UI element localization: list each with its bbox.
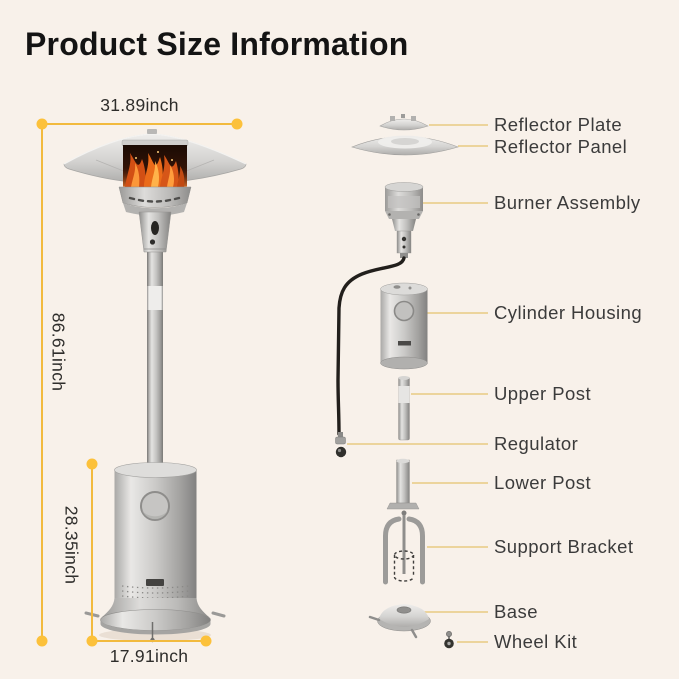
gas-hose [336,256,406,436]
heater-flame-screen [121,139,189,190]
heater-illustration [63,129,247,643]
lower-post-drawing [386,458,420,510]
regulator-drawing [335,432,347,458]
part-label-burner-assembly: Burner Assembly [494,192,641,213]
heater-control-neck [138,211,172,253]
leader-lines [347,124,488,643]
dimension-top-width: 31.89inch [100,95,179,115]
exploded-parts [335,114,488,649]
cylinder-housing-drawing [380,282,428,370]
heater-brand-plate [146,579,164,586]
dimension-cylinder-height: 28.35inch [61,505,82,585]
heater-pole [147,248,163,472]
part-label-upper-post: Upper Post [494,383,592,404]
part-label-wheel-kit: Wheel Kit [494,631,578,652]
part-label-support-bracket: Support Bracket [494,536,634,557]
heater-burner-collar [118,186,192,216]
burner-assembly-drawing [336,182,424,436]
heater-base [84,598,226,643]
part-label-lower-post: Lower Post [494,472,592,493]
page-title: Product Size Information [25,26,409,62]
part-label-reflector-plate: Reflector Plate [494,114,623,135]
heater-tank-housing [114,462,197,604]
dimension-dots [36,118,243,647]
support-bracket-drawing [383,510,425,585]
reflector-plate-drawing [379,114,429,131]
dimension-lines [41,123,237,642]
dimension-base-width: 17.91inch [109,646,189,666]
reflector-panel-drawing [351,135,459,156]
base-drawing [368,604,431,639]
part-label-reflector-panel: Reflector Panel [494,136,628,157]
upper-post-drawing [398,376,410,441]
wheel-kit-drawing [444,631,454,649]
part-label-cylinder-housing: Cylinder Housing [494,302,643,323]
dimension-total-height: 86.61inch [48,312,69,392]
part-label-base: Base [494,601,538,622]
part-label-regulator: Regulator [494,433,579,454]
